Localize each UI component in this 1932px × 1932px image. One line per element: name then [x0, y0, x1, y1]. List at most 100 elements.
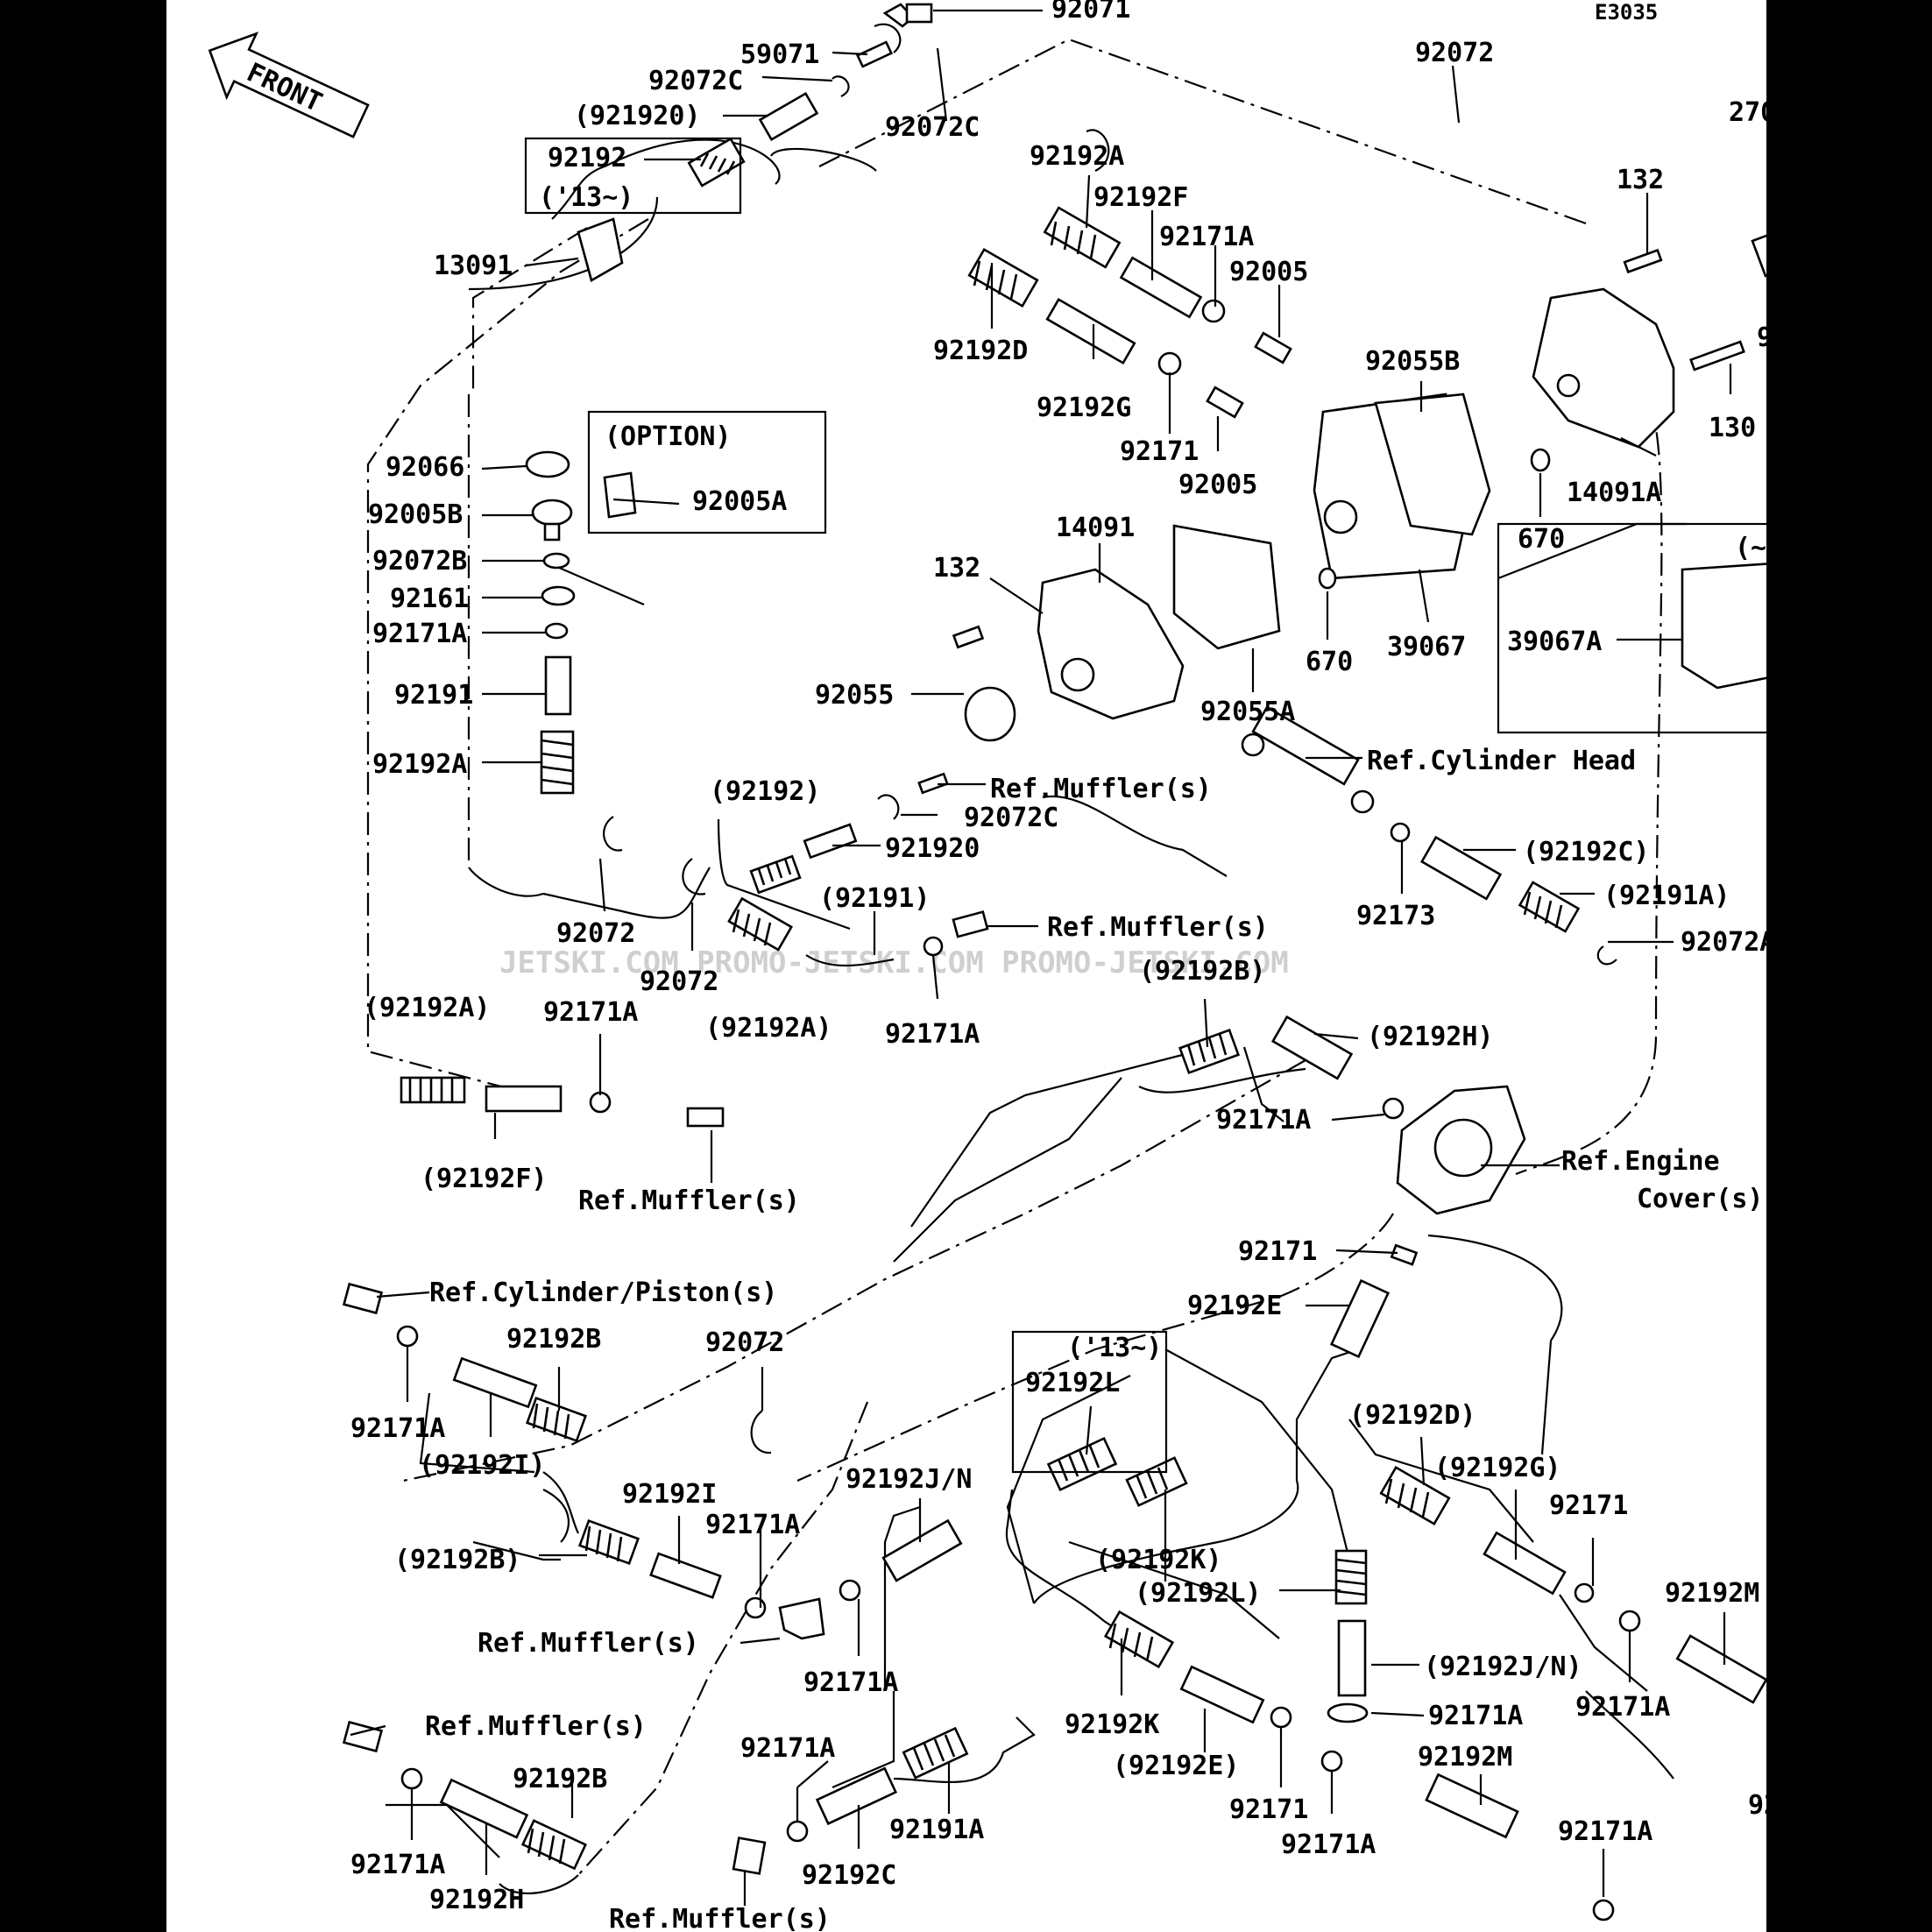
label-92192A-left: 92192A: [372, 749, 467, 780]
spring-92192K: [1103, 1610, 1175, 1669]
label-92192A-paren-left: (92192A): [364, 993, 491, 1023]
label-92171A-bottom3: 92171A: [1558, 1816, 1652, 1847]
label-92171A-left2: 92171A: [543, 997, 638, 1028]
fitting-ref-muffler-6: [732, 1836, 767, 1875]
clamp-92171A-mid: [923, 936, 944, 957]
o-ring-670-b: [1318, 567, 1337, 590]
label-92192F-paren: (92192F): [421, 1164, 548, 1194]
label-92192M-b: 92192M: [1418, 1742, 1512, 1773]
label-92072A: 92072A: [1681, 927, 1766, 958]
part-labels: 92071 59071 92072C 92072C (921920) 92192…: [350, 0, 1766, 1932]
spring-92192B-low: [526, 1396, 587, 1443]
label-132-mid: 132: [933, 553, 980, 584]
pipe-92192I: [649, 1552, 722, 1599]
label-92192H: 92192H: [429, 1885, 524, 1915]
clamp-92173: [1390, 822, 1411, 843]
clamp-92171-low: [1574, 1582, 1595, 1603]
spring-92192L-paren: [1334, 1549, 1368, 1605]
label-13-note-low: ('13~): [1067, 1333, 1162, 1363]
tee-ref-muffler-4: [778, 1597, 825, 1640]
label-92192M-a: 92192M: [1665, 1578, 1759, 1609]
label-92005-mid: 92005: [1178, 470, 1257, 500]
clamp-92171A-bottom4: [786, 1820, 809, 1843]
label-ref-muffler-1: Ref.Muffler(s): [990, 774, 1212, 804]
pipe-92192F-top: [1119, 256, 1203, 319]
label-92072-left-2: 92072: [640, 966, 718, 997]
gasket-92055A: [1172, 524, 1281, 650]
label-92192-top: 92192: [548, 143, 626, 173]
label-92072C-mid: 92072C: [964, 803, 1058, 833]
pipe-92192F-left: [485, 1085, 563, 1113]
clip-92072C-left: [832, 75, 850, 97]
pipe-921920-top: [758, 91, 819, 142]
label-92192B-bottom: 92192B: [513, 1764, 607, 1794]
label-ref-muffler-6: Ref.Muffler(s): [609, 1904, 831, 1932]
spring-92192L: [1046, 1436, 1118, 1492]
label-92005-top: 92005: [1229, 257, 1308, 287]
label-92192C-paren: (92192C): [1523, 837, 1650, 867]
spring-92192B-mid: [1178, 1028, 1240, 1075]
label-92171-bottom: 92171: [1229, 1794, 1308, 1825]
label-92171A-mid: 92171A: [885, 1019, 980, 1050]
label-92171A-low2: 92171A: [705, 1510, 800, 1540]
fitting-92005-top: [1254, 331, 1292, 364]
label-92072C-b: 92072C: [885, 112, 980, 143]
label-92192G-top: 92192G: [1037, 393, 1131, 423]
label-92192F-top: 92192F: [1093, 182, 1188, 213]
label-92171-low: 92171: [1549, 1490, 1628, 1521]
spring-92192A-left-mid: [400, 1076, 466, 1104]
label-ref-muffler-2: Ref.Muffler(s): [1047, 912, 1269, 943]
clamp-92171-top: [1157, 351, 1182, 376]
label-option-title: (OPTION): [605, 421, 732, 452]
front-arrow-icon: FRONT: [208, 32, 370, 138]
spring-92192-mid: [749, 854, 802, 895]
spring-92192B-paren-low: [578, 1518, 640, 1566]
plate-14091: [1037, 568, 1185, 720]
manifold-ref-cylinder-head: [1241, 705, 1375, 814]
label-ref-muffler-3: Ref.Muffler(s): [578, 1185, 800, 1216]
label-92192JN: 92192J/N: [846, 1464, 973, 1495]
label-ref-muffler-4: Ref.Muffler(s): [478, 1628, 699, 1659]
label-92005A: 92005A: [692, 486, 787, 517]
parts-diagram-sheet: JETSKI.COM PROMO-JETSKI.COM PROMO-JETSKI…: [166, 0, 1766, 1932]
label-92171A-right: 92171A: [1748, 1790, 1766, 1821]
fitting-ref-muffler-1: [917, 772, 949, 795]
clip-92072-low: [750, 1410, 772, 1454]
clamp-92171A-left: [544, 622, 569, 640]
label-92171A-low1: 92171A: [350, 1413, 445, 1444]
label-92072-left-1: 92072: [556, 918, 635, 949]
label-92192JN-paren: (92192J/N): [1424, 1652, 1582, 1682]
label-92192C: 92192C: [802, 1860, 896, 1891]
exploded-parts-diagram: JETSKI.COM PROMO-JETSKI.COM PROMO-JETSKI…: [208, 0, 1766, 1932]
pipe-92192C: [815, 1766, 898, 1826]
fitting-ref-muffler-2: [952, 910, 989, 938]
spring-92192B-bottom: [520, 1819, 587, 1871]
pipe-921920-mid: [803, 823, 858, 860]
label-92191A: 92191A: [889, 1815, 984, 1845]
label-92072-low: 92072: [705, 1327, 784, 1358]
label-92171A-left: 92171A: [372, 619, 467, 649]
clamp-92171A-low4: [1327, 1702, 1369, 1723]
label-39067: 39067: [1387, 632, 1466, 662]
label-ref-engine-cover-2: Cover(s): [1637, 1184, 1764, 1214]
option-box: [587, 410, 827, 534]
inset-box-39067A: [1497, 522, 1766, 734]
clamp-92171A-low3: [839, 1579, 861, 1602]
pin-59071: [856, 40, 893, 68]
spring-92192K-paren: [1125, 1456, 1188, 1507]
label-92192G-paren: (92192G): [1434, 1453, 1561, 1483]
label-13-note-top: ('13~): [539, 182, 633, 213]
spring-92192A-left: [540, 730, 575, 795]
clamp-92171A-left2: [589, 1091, 612, 1114]
pipe-92192G-paren: [1483, 1531, 1567, 1596]
clip-92072-left-1: [603, 816, 623, 852]
label-92171A-low4: 92171A: [1428, 1701, 1523, 1731]
cap-92066: [525, 450, 570, 478]
label-92171A-engine: 92171A: [1216, 1105, 1311, 1136]
hose-92191: [805, 954, 895, 967]
label-670-a: 670: [1518, 524, 1565, 555]
strap-92072B: [542, 552, 645, 606]
label-92171A-top: 92171A: [1159, 222, 1254, 252]
leader-lines: [350, 9, 1732, 1906]
label-92192-paren: (92192): [710, 776, 820, 807]
